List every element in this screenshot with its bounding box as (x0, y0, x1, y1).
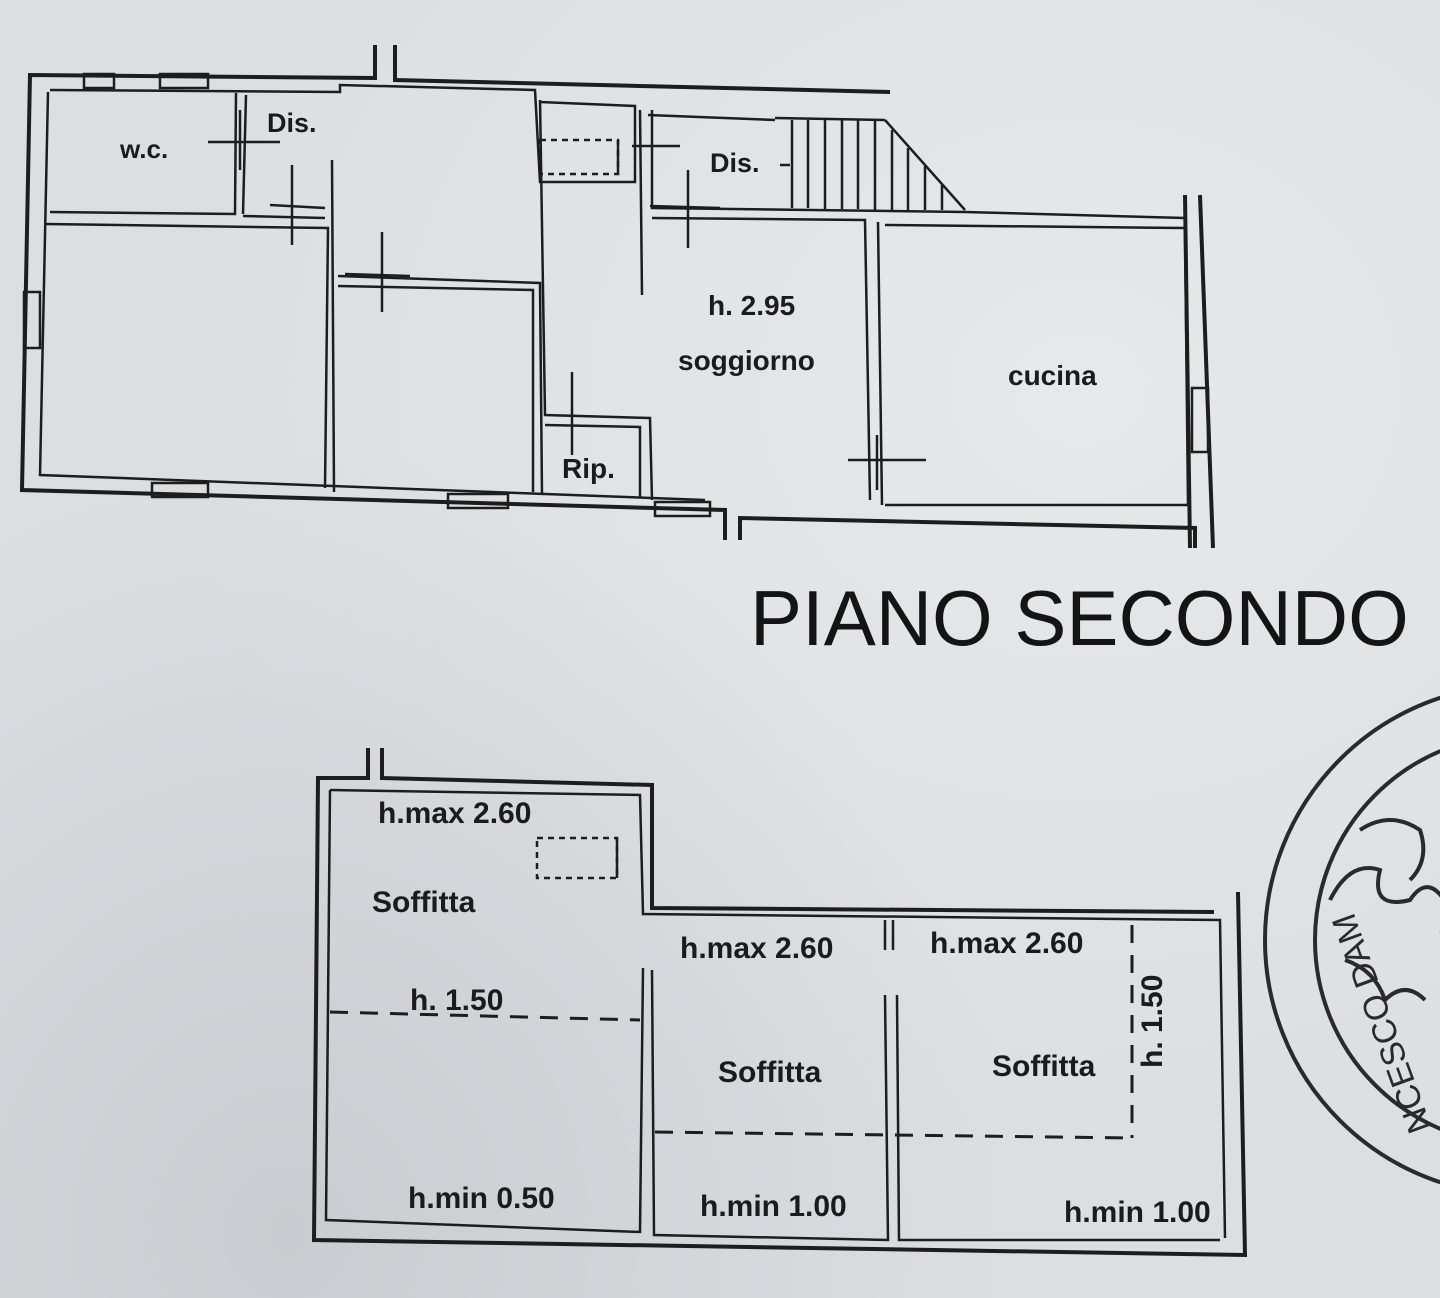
attic-right-hmin: h.min 1.00 (1064, 1196, 1211, 1229)
attic-right-hmax: h.max 2.60 (930, 927, 1083, 960)
room-label-dis-right: Dis. (710, 148, 760, 178)
attic-right-hline: h. 1.50 (1136, 975, 1169, 1068)
attic-middle-hmin: h.min 1.00 (700, 1190, 847, 1223)
attic-middle-name: Soffitta (718, 1056, 822, 1089)
stamp-text: NCESCO DAM (1325, 909, 1440, 1139)
attic-floor-plan (311, 748, 1248, 1258)
notary-stamp: NCESCO DAM (1263, 695, 1440, 1185)
upper-floor-plan (19, 45, 1215, 549)
attic-left-hmax: h.max 2.60 (378, 797, 531, 830)
floor-title: PIANO SECONDO (750, 574, 1409, 662)
room-height-label: h. 2.95 (708, 290, 795, 321)
room-label-wc: w.c. (119, 134, 168, 164)
attic-left-hline: h. 1.50 (410, 984, 503, 1017)
attic-left-name: Soffitta (372, 886, 476, 919)
room-label-dis-left: Dis. (267, 108, 317, 138)
staircase (774, 116, 966, 211)
attic-right-name: Soffitta (992, 1050, 1096, 1083)
attic-middle-hmax: h.max 2.60 (680, 932, 833, 965)
room-label-soggiorno: soggiorno (678, 345, 815, 376)
attic-left-hmin: h.min 0.50 (408, 1182, 555, 1215)
room-label-cucina: cucina (1008, 360, 1097, 391)
room-label-rip: Rip. (562, 453, 615, 484)
